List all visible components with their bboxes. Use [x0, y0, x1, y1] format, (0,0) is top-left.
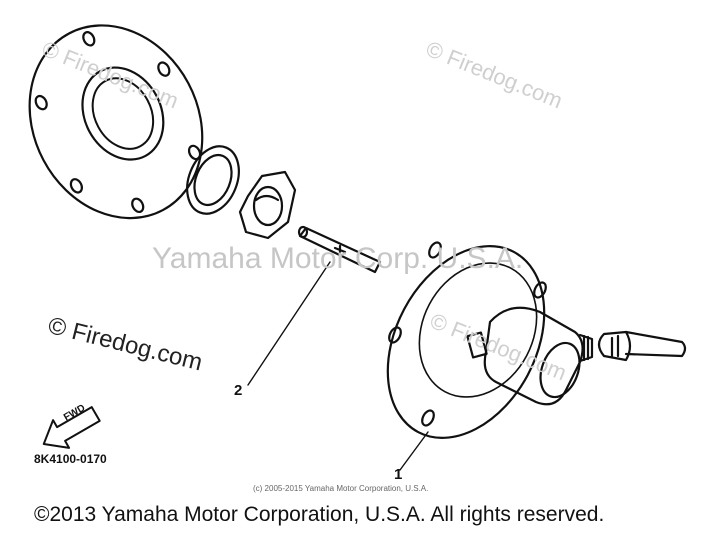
shaft-pin — [297, 225, 382, 274]
callout-number-1: 1 — [394, 466, 403, 483]
watermark-middle: Yamaha Motor Corp. U.S.A. — [152, 242, 524, 275]
bolt — [597, 330, 687, 362]
small-copyright: (c) 2005-2015 Yamaha Motor Corporation, … — [253, 484, 429, 493]
callout-leader-2 — [247, 261, 331, 386]
copyright-notice: ©2013 Yamaha Motor Corporation, U.S.A. A… — [34, 503, 605, 526]
diagram-code: 8K4100-0170 — [34, 452, 107, 466]
seal-ring — [186, 145, 240, 215]
flange-plate — [28, 24, 204, 220]
hub-assembly — [386, 241, 594, 439]
callout-leader-1 — [399, 431, 429, 471]
callout-number-2: 2 — [234, 382, 243, 399]
fwd-arrow-icon — [42, 406, 101, 449]
hex-nut — [238, 170, 297, 240]
